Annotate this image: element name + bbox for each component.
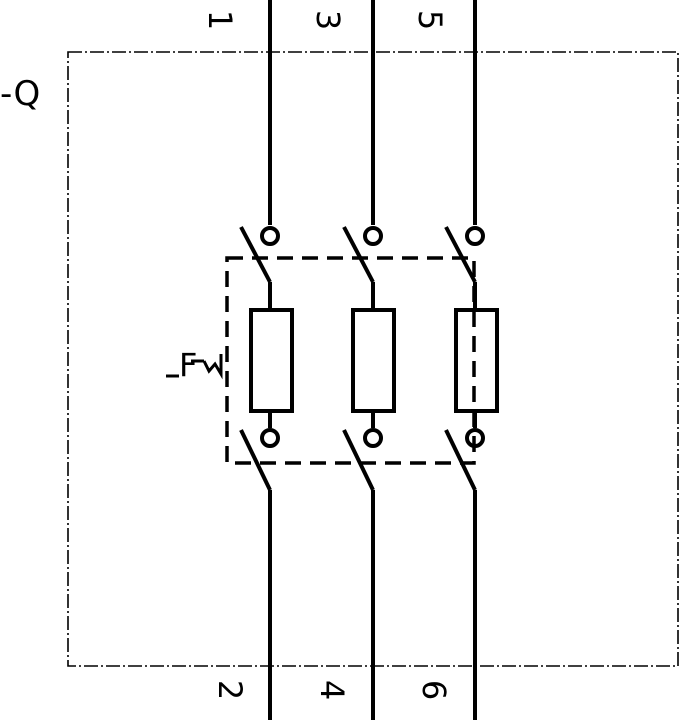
switch-blade-lower [444,429,477,491]
switch-blade-upper [444,226,477,283]
terminal-label-6: 6 [415,680,453,700]
terminal-label-2: 2 [211,680,249,700]
switch-blade-upper [342,226,375,283]
contact-terminal [363,428,383,448]
terminal-label-3: 3 [309,10,347,30]
contact-terminal [260,428,280,448]
designation-label: -Q [0,74,40,114]
function-label: F [179,346,197,384]
fuse-body [454,308,499,413]
fuse-body [249,308,294,413]
terminal-label-4: 4 [313,680,351,700]
pole-2 [342,0,396,720]
contact-terminal [260,226,280,246]
mechanical-linkage [225,256,476,465]
switch-blade-lower [239,429,272,491]
terminal-label-1: 1 [201,10,239,30]
pole-3 [444,0,499,720]
fuse-body [351,308,396,413]
switch-blade-upper [239,226,272,283]
terminal-label-5: 5 [411,10,449,30]
function-marker: F [166,346,223,384]
contact-terminal [465,226,485,246]
wave-icon [202,354,223,380]
pole-1 [239,0,294,720]
switch-blade-lower [342,429,375,491]
contact-terminal [363,226,383,246]
